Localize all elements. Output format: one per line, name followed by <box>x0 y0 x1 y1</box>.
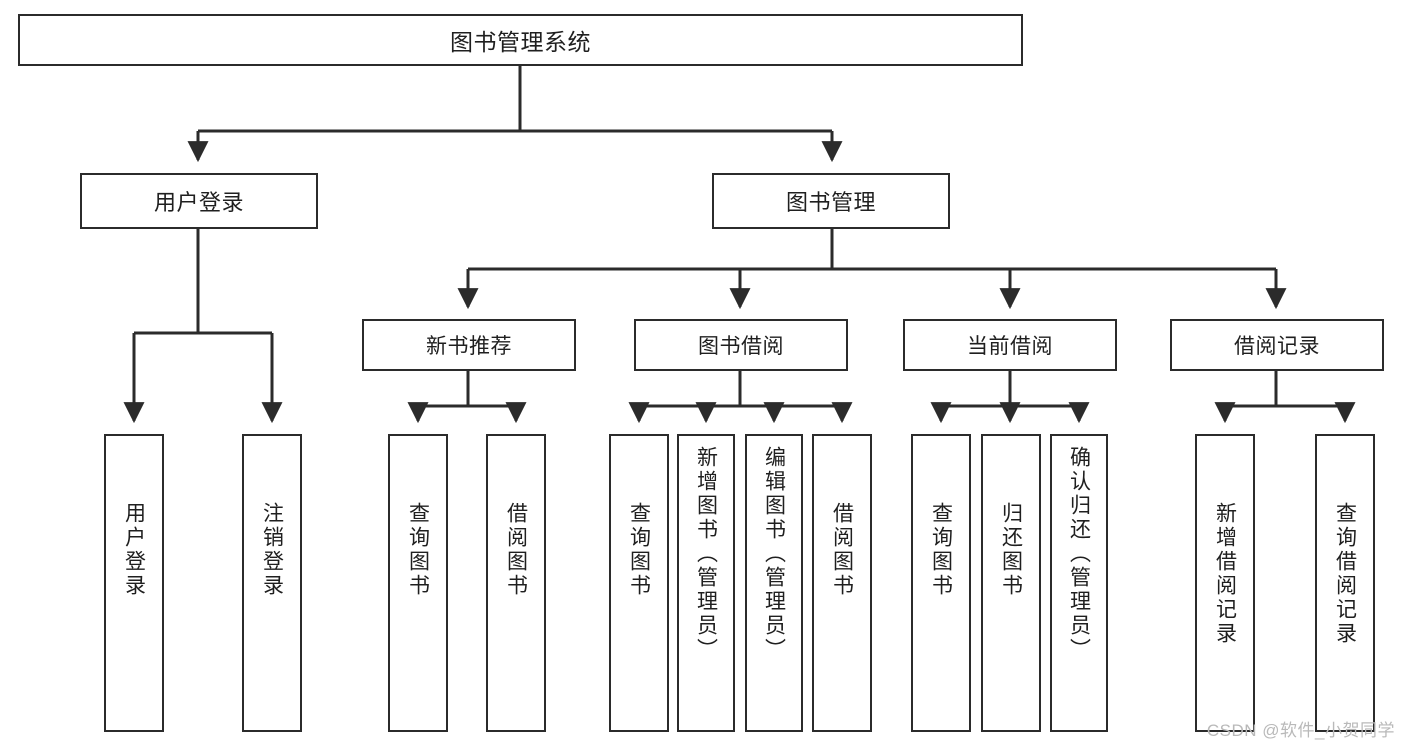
node-leaf-add-book[interactable]: 新增图书（管理员） <box>677 434 735 732</box>
node-leaf-borrow-book-2-label: 借阅图书 <box>830 502 854 598</box>
node-root[interactable]: 图书管理系统 <box>18 14 1023 66</box>
node-book-management-label: 图书管理 <box>785 190 876 215</box>
node-leaf-query-book-1-label: 查询图书 <box>406 502 430 598</box>
node-leaf-logout-login[interactable]: 注销登录 <box>242 434 302 732</box>
node-leaf-query-book-2[interactable]: 查询图书 <box>609 434 669 732</box>
node-leaf-borrow-book-1[interactable]: 借阅图书 <box>486 434 546 732</box>
watermark: CSDN @软件_小贺同学 <box>1206 721 1395 740</box>
node-leaf-borrow-book-1-label: 借阅图书 <box>504 502 528 598</box>
node-leaf-return-book[interactable]: 归还图书 <box>981 434 1041 732</box>
node-book-borrow[interactable]: 图书借阅 <box>634 319 848 371</box>
node-leaf-edit-book[interactable]: 编辑图书（管理员） <box>745 434 803 732</box>
node-user-login-label: 用户登录 <box>153 190 244 215</box>
node-new-book-recommend-label: 新书推荐 <box>426 335 512 358</box>
node-leaf-query-borrow-record[interactable]: 查询借阅记录 <box>1315 434 1375 732</box>
node-borrow-record-label: 借阅记录 <box>1234 335 1320 358</box>
node-root-label: 图书管理系统 <box>450 29 591 55</box>
node-leaf-query-book-3-label: 查询图书 <box>929 502 953 598</box>
node-leaf-confirm-return-label: 确认归还（管理员） <box>1067 446 1091 662</box>
node-leaf-query-book-3[interactable]: 查询图书 <box>911 434 971 732</box>
node-leaf-query-borrow-record-label: 查询借阅记录 <box>1333 502 1357 646</box>
node-leaf-user-login[interactable]: 用户登录 <box>104 434 164 732</box>
node-current-borrow[interactable]: 当前借阅 <box>903 319 1117 371</box>
node-leaf-confirm-return[interactable]: 确认归还（管理员） <box>1050 434 1108 732</box>
node-user-login[interactable]: 用户登录 <box>80 173 318 229</box>
node-leaf-add-book-label: 新增图书（管理员） <box>694 446 718 662</box>
node-leaf-return-book-label: 归还图书 <box>999 502 1023 598</box>
node-book-borrow-label: 图书借阅 <box>698 335 784 358</box>
node-leaf-add-borrow-record-label: 新增借阅记录 <box>1213 502 1237 646</box>
node-leaf-borrow-book-2[interactable]: 借阅图书 <box>812 434 872 732</box>
node-borrow-record[interactable]: 借阅记录 <box>1170 319 1384 371</box>
node-current-borrow-label: 当前借阅 <box>967 335 1053 358</box>
node-leaf-logout-login-label: 注销登录 <box>260 502 284 598</box>
node-leaf-edit-book-label: 编辑图书（管理员） <box>762 446 786 662</box>
node-leaf-query-book-1[interactable]: 查询图书 <box>388 434 448 732</box>
node-book-management[interactable]: 图书管理 <box>712 173 950 229</box>
node-leaf-add-borrow-record[interactable]: 新增借阅记录 <box>1195 434 1255 732</box>
node-new-book-recommend[interactable]: 新书推荐 <box>362 319 576 371</box>
node-leaf-user-login-label: 用户登录 <box>122 502 146 598</box>
node-leaf-query-book-2-label: 查询图书 <box>627 502 651 598</box>
